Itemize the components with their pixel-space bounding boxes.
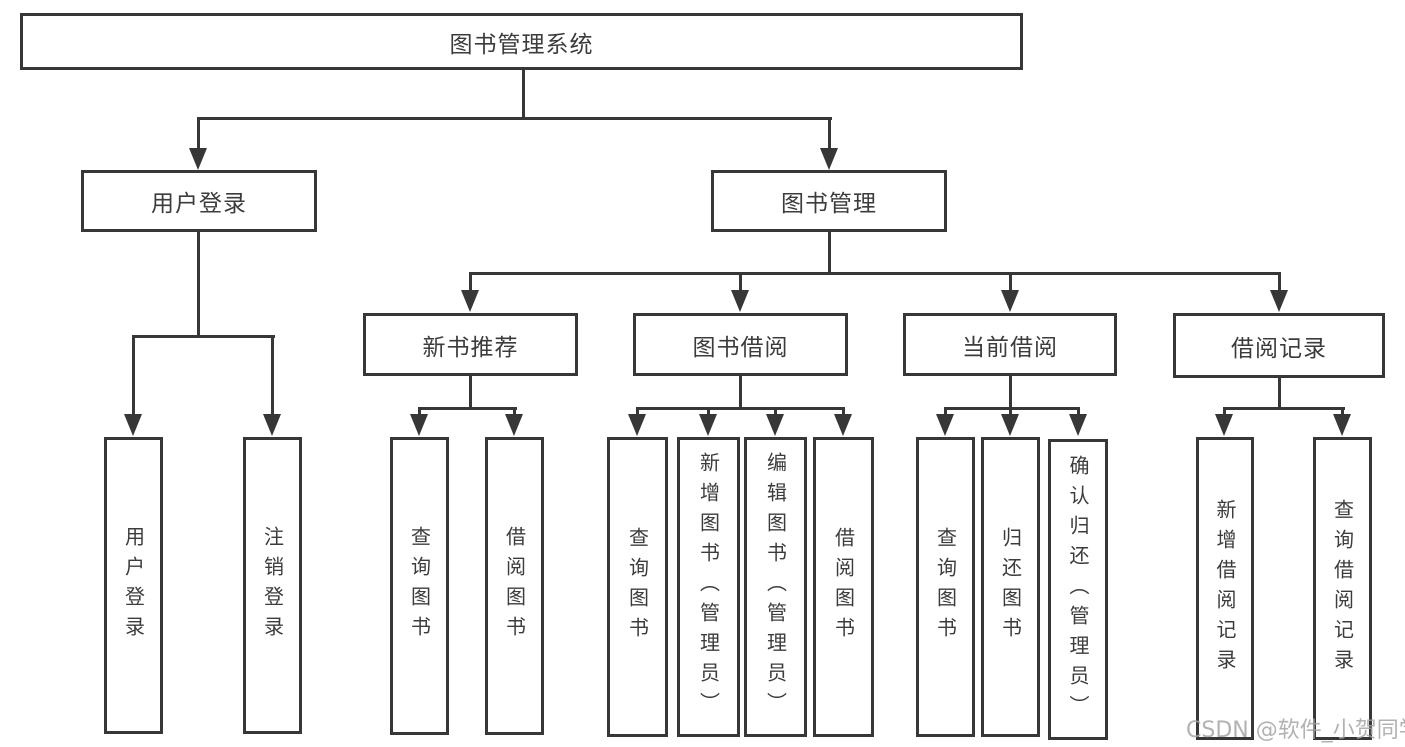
arrowhead-d1-icon — [936, 414, 954, 436]
watermark: CSDN @软件_小贺同学 — [1186, 718, 1405, 743]
leaf-confirm-return-admin-label: 确认归还（管理员） — [1066, 454, 1090, 725]
arrowhead-e2-icon — [1333, 414, 1351, 436]
node-book-borrow: 图书借阅 — [633, 313, 848, 376]
leaf-recommend-borrow-books-label: 借阅图书 — [502, 526, 527, 646]
connector-arrow-b1-stem — [418, 407, 421, 415]
connector-arrow-logout-leaf-stem — [271, 335, 274, 415]
arrowhead-b2-icon — [505, 414, 523, 436]
connector-arrow-c2-stem — [707, 407, 710, 415]
node-library-system: 图书管理系统 — [20, 13, 1023, 70]
connector-borrow-records-branch — [1223, 407, 1345, 410]
leaf-logout: 注销登录 — [243, 437, 302, 734]
leaf-recommend-query-books-label: 查询图书 — [407, 526, 432, 646]
arrowhead-borrow-records-icon — [1270, 290, 1288, 312]
arrowhead-logout-leaf-icon — [263, 414, 281, 436]
leaf-borrow-books: 借阅图书 — [813, 437, 874, 737]
node-borrow-records-label: 借阅记录 — [1231, 335, 1327, 362]
node-book-management: 图书管理 — [711, 170, 947, 232]
connector-arrow-b2-stem — [513, 407, 516, 415]
arrowhead-c2-icon — [699, 414, 717, 436]
arrowhead-c1-icon — [628, 414, 646, 436]
arrowhead-book-mgmt-icon — [820, 148, 838, 170]
connector-borrow-records-group-stem — [1278, 378, 1281, 410]
leaf-user-login-label: 用户登录 — [121, 525, 146, 646]
arrowhead-d3-icon — [1069, 414, 1087, 436]
connector-level3-branch — [469, 272, 1281, 275]
connector-arrow-login-leaf-stem — [132, 335, 135, 415]
node-borrow-records: 借阅记录 — [1173, 313, 1385, 378]
leaf-edit-books-admin: 编辑图书（管理员） — [744, 437, 807, 737]
connector-book-borrow-branch — [636, 407, 845, 410]
leaf-query-borrow-record-label: 查询借阅记录 — [1330, 498, 1355, 679]
leaf-borrow-query-books: 查询图书 — [607, 437, 668, 737]
arrowhead-c4-icon — [834, 414, 852, 436]
connector-current-borrow-branch — [944, 407, 1080, 410]
leaf-add-books-admin: 新增图书（管理员） — [677, 437, 740, 737]
connector-arrow-c3-stem — [774, 407, 777, 415]
connector-arrow-c1-stem — [636, 407, 639, 415]
connector-arrow-d3-stem — [1077, 407, 1080, 415]
leaf-borrow-query-books-label: 查询图书 — [625, 527, 650, 647]
leaf-current-query-books-label: 查询图书 — [933, 527, 958, 647]
arrowhead-login-leaf-icon — [124, 414, 142, 436]
leaf-return-books: 归还图书 — [981, 437, 1040, 737]
node-library-system-label: 图书管理系统 — [449, 31, 594, 58]
connector-arrow-c4-stem — [842, 407, 845, 415]
connector-user-login-stem — [197, 232, 200, 338]
arrowhead-d2-icon — [1001, 414, 1019, 436]
node-current-borrow-label: 当前借阅 — [962, 334, 1058, 361]
leaf-current-query-books: 查询图书 — [916, 437, 975, 737]
connector-arrow-d1-stem — [944, 407, 947, 415]
leaf-recommend-query-books: 查询图书 — [390, 437, 449, 735]
connector-book-mgmt-stem — [828, 232, 831, 275]
leaf-add-books-admin-label: 新增图书（管理员） — [696, 452, 721, 722]
arrowhead-b1-icon — [410, 414, 428, 436]
leaf-user-login: 用户登录 — [104, 437, 163, 734]
connector-level1-branch — [197, 117, 832, 120]
node-new-book-recommend: 新书推荐 — [363, 313, 578, 376]
connector-arrow-book-borrow-stem — [739, 272, 742, 291]
leaf-borrow-books-label: 借阅图书 — [831, 527, 856, 647]
connector-arrow-book-mgmt-stem — [828, 117, 831, 149]
arrowhead-book-borrow-icon — [731, 290, 749, 312]
node-current-borrow: 当前借阅 — [903, 313, 1117, 376]
connector-arrow-e2-stem — [1341, 407, 1344, 415]
node-user-login-label: 用户登录 — [151, 191, 247, 217]
arrowhead-current-borrow-icon — [1001, 290, 1019, 312]
arrowhead-c3-icon — [766, 414, 784, 436]
connector-new-book-branch — [418, 407, 517, 410]
connector-arrow-new-book-stem — [469, 272, 472, 291]
node-user-login: 用户登录 — [81, 170, 317, 232]
node-book-management-label: 图书管理 — [781, 191, 877, 217]
connector-root-stem — [522, 70, 525, 119]
connector-arrow-borrow-records-stem — [1278, 272, 1281, 291]
arrowhead-new-book-icon — [461, 290, 479, 312]
connector-arrow-e1-stem — [1223, 407, 1226, 415]
leaf-confirm-return-admin: 确认归还（管理员） — [1048, 439, 1108, 740]
leaf-add-borrow-record-label: 新增借阅记录 — [1213, 498, 1237, 679]
connector-book-borrow-group-stem — [739, 376, 742, 410]
arrowhead-user-login-icon — [189, 148, 207, 170]
arrowhead-e1-icon — [1215, 414, 1233, 436]
leaf-return-books-label: 归还图书 — [998, 527, 1023, 647]
leaf-recommend-borrow-books: 借阅图书 — [485, 437, 544, 735]
leaf-edit-books-admin-label: 编辑图书（管理员） — [763, 452, 788, 722]
node-book-borrow-label: 图书借阅 — [692, 334, 789, 361]
connector-arrow-d2-stem — [1009, 407, 1012, 415]
node-new-book-recommend-label: 新书推荐 — [422, 334, 519, 361]
connector-arrow-user-login-stem — [197, 117, 200, 149]
connector-new-book-stem — [469, 376, 472, 410]
connector-current-borrow-group-stem — [1009, 376, 1012, 410]
leaf-logout-label: 注销登录 — [260, 525, 285, 646]
leaf-add-borrow-record: 新增借阅记录 — [1196, 437, 1254, 740]
connector-user-login-branch — [132, 335, 275, 338]
connector-arrow-current-borrow-stem — [1009, 272, 1012, 291]
leaf-query-borrow-record: 查询借阅记录 — [1313, 437, 1372, 740]
